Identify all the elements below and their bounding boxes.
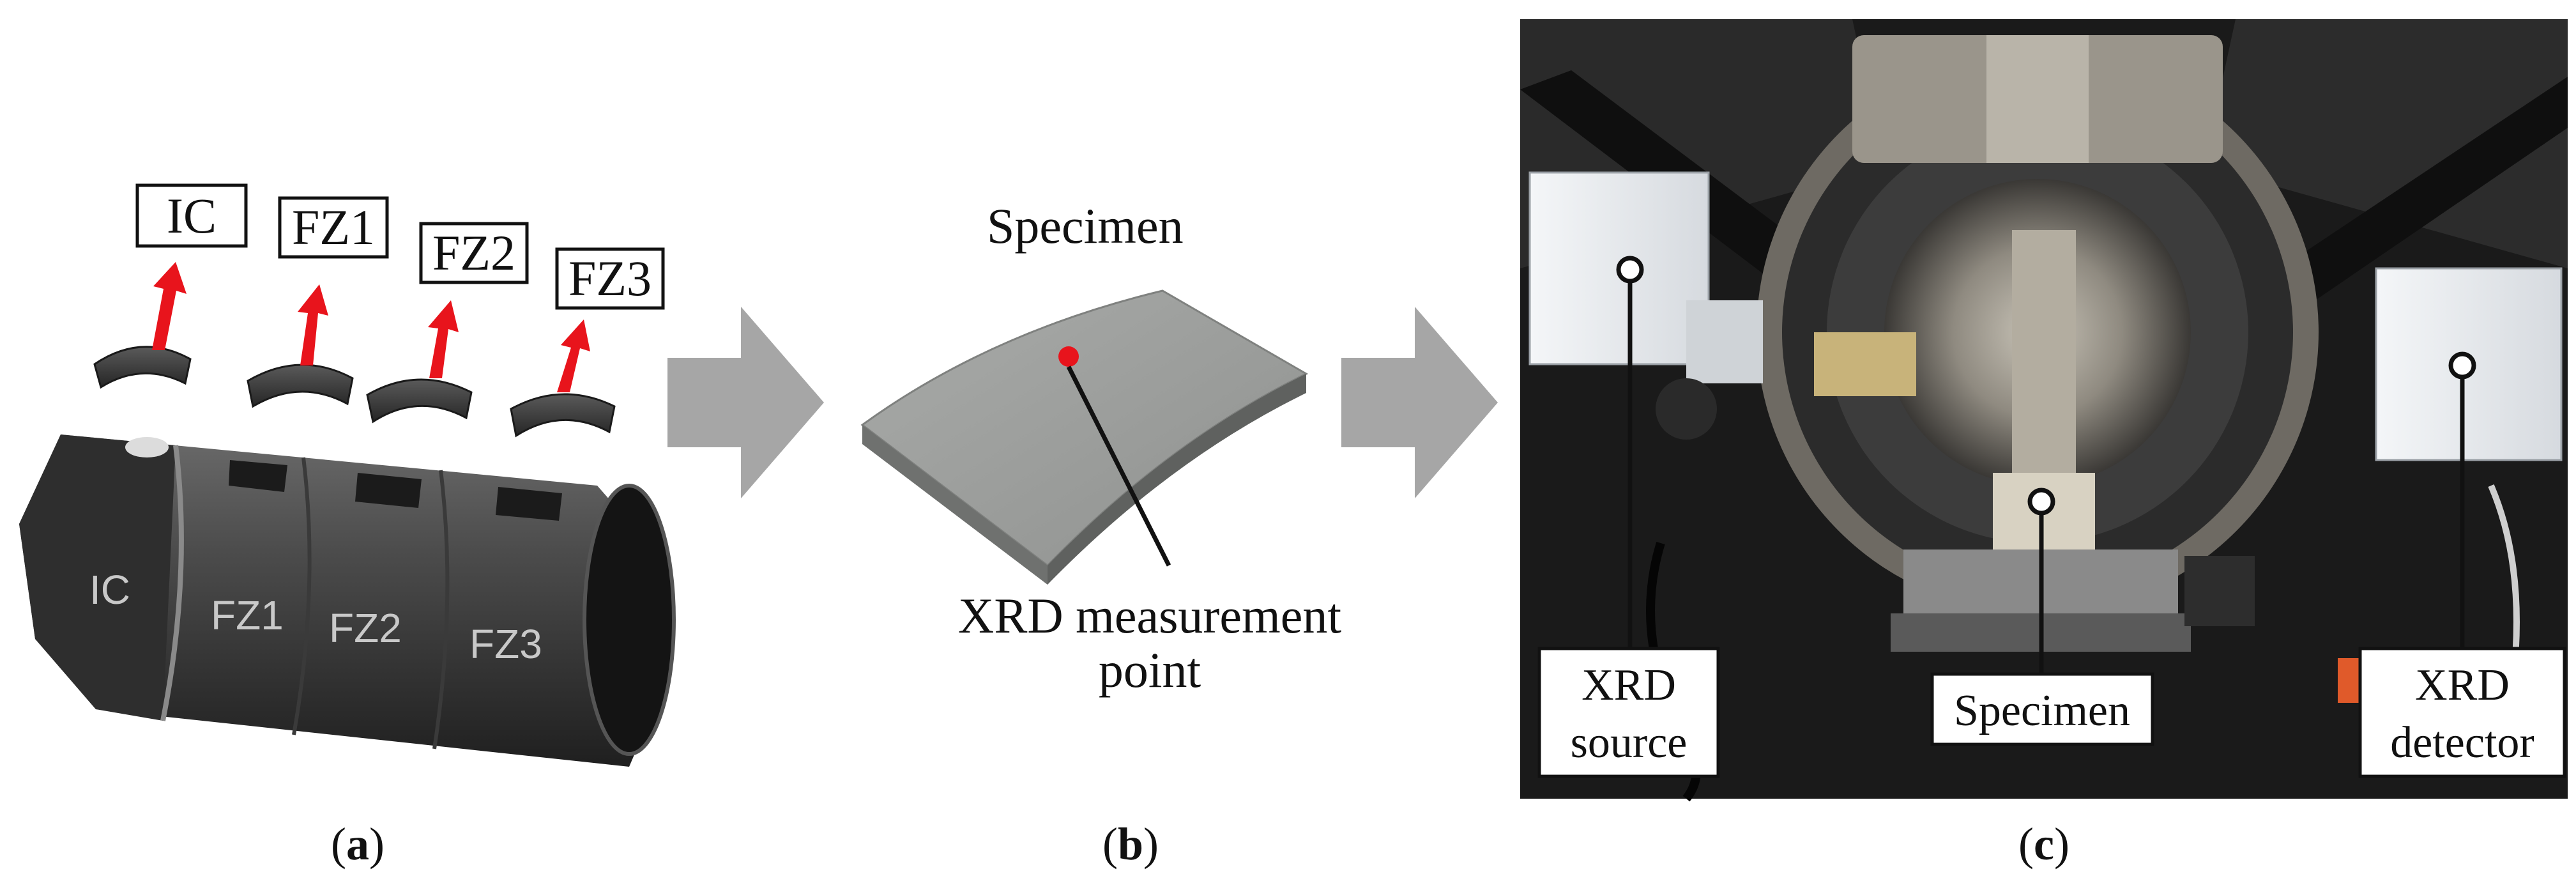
tag-fz3: FZ3 <box>555 247 665 310</box>
panel-c: XRD source Specimen XRD detector (c) <box>1520 19 2568 870</box>
detector-label-line2: detector <box>2390 718 2534 767</box>
tag-ic-label: IC <box>167 188 217 243</box>
red-arrow-icon <box>152 262 187 350</box>
cylinder: IC FZ1 FZ2 FZ3 <box>19 434 676 767</box>
measurement-point-dot <box>1058 346 1079 367</box>
sample-piece-fz1 <box>247 364 354 408</box>
red-arrow-icon <box>298 284 328 365</box>
red-arrow-icon <box>428 300 459 378</box>
panel-a: IC FZ1 FZ2 FZ3 <box>19 183 676 870</box>
panel-b: Specimen XRD measurement point (b) <box>860 198 1341 870</box>
callout-source: XRD source <box>1537 256 1720 778</box>
sample-piece-fz3 <box>510 393 616 438</box>
tag-fz3-label: FZ3 <box>568 250 652 306</box>
specimen-title: Specimen <box>987 198 1184 254</box>
tag-fz2: FZ2 <box>419 222 529 284</box>
tag-fz1-label: FZ1 <box>292 199 375 255</box>
tag-fz2-label: FZ2 <box>432 225 515 280</box>
cylinder-label-fz2: FZ2 <box>329 605 402 651</box>
callout-detector: XRD detector <box>2358 351 2566 778</box>
callout-specimen: Specimen <box>1930 488 2154 746</box>
source-label-line2: source <box>1571 718 1688 767</box>
measurement-leader-line <box>1066 365 1171 567</box>
source-label-line1: XRD <box>1581 661 1676 710</box>
cylinder-label-fz1: FZ1 <box>211 592 284 638</box>
caption-c: (c) <box>2018 818 2069 870</box>
flow-arrow-1 <box>667 307 824 498</box>
caption-b: (b) <box>1102 818 1159 870</box>
point-label-line2: point <box>1099 642 1201 698</box>
point-label-line1: XRD measurement <box>958 588 1341 643</box>
tag-fz1: FZ1 <box>278 196 389 259</box>
specimen-plate <box>860 289 1309 585</box>
tag-ic: IC <box>135 183 248 248</box>
specimen-callout-label: Specimen <box>1954 686 2130 735</box>
sample-piece-fz2 <box>366 378 473 424</box>
red-arrow-icon <box>557 319 590 392</box>
caption-a: (a) <box>331 818 385 870</box>
sample-piece-ic <box>93 346 192 389</box>
cylinder-label-ic: IC <box>89 567 130 613</box>
cylinder-label-fz3: FZ3 <box>469 621 542 667</box>
extraction-arrows <box>152 262 590 392</box>
flow-arrow-2 <box>1341 307 1498 498</box>
detector-label-line1: XRD <box>2415 661 2510 710</box>
